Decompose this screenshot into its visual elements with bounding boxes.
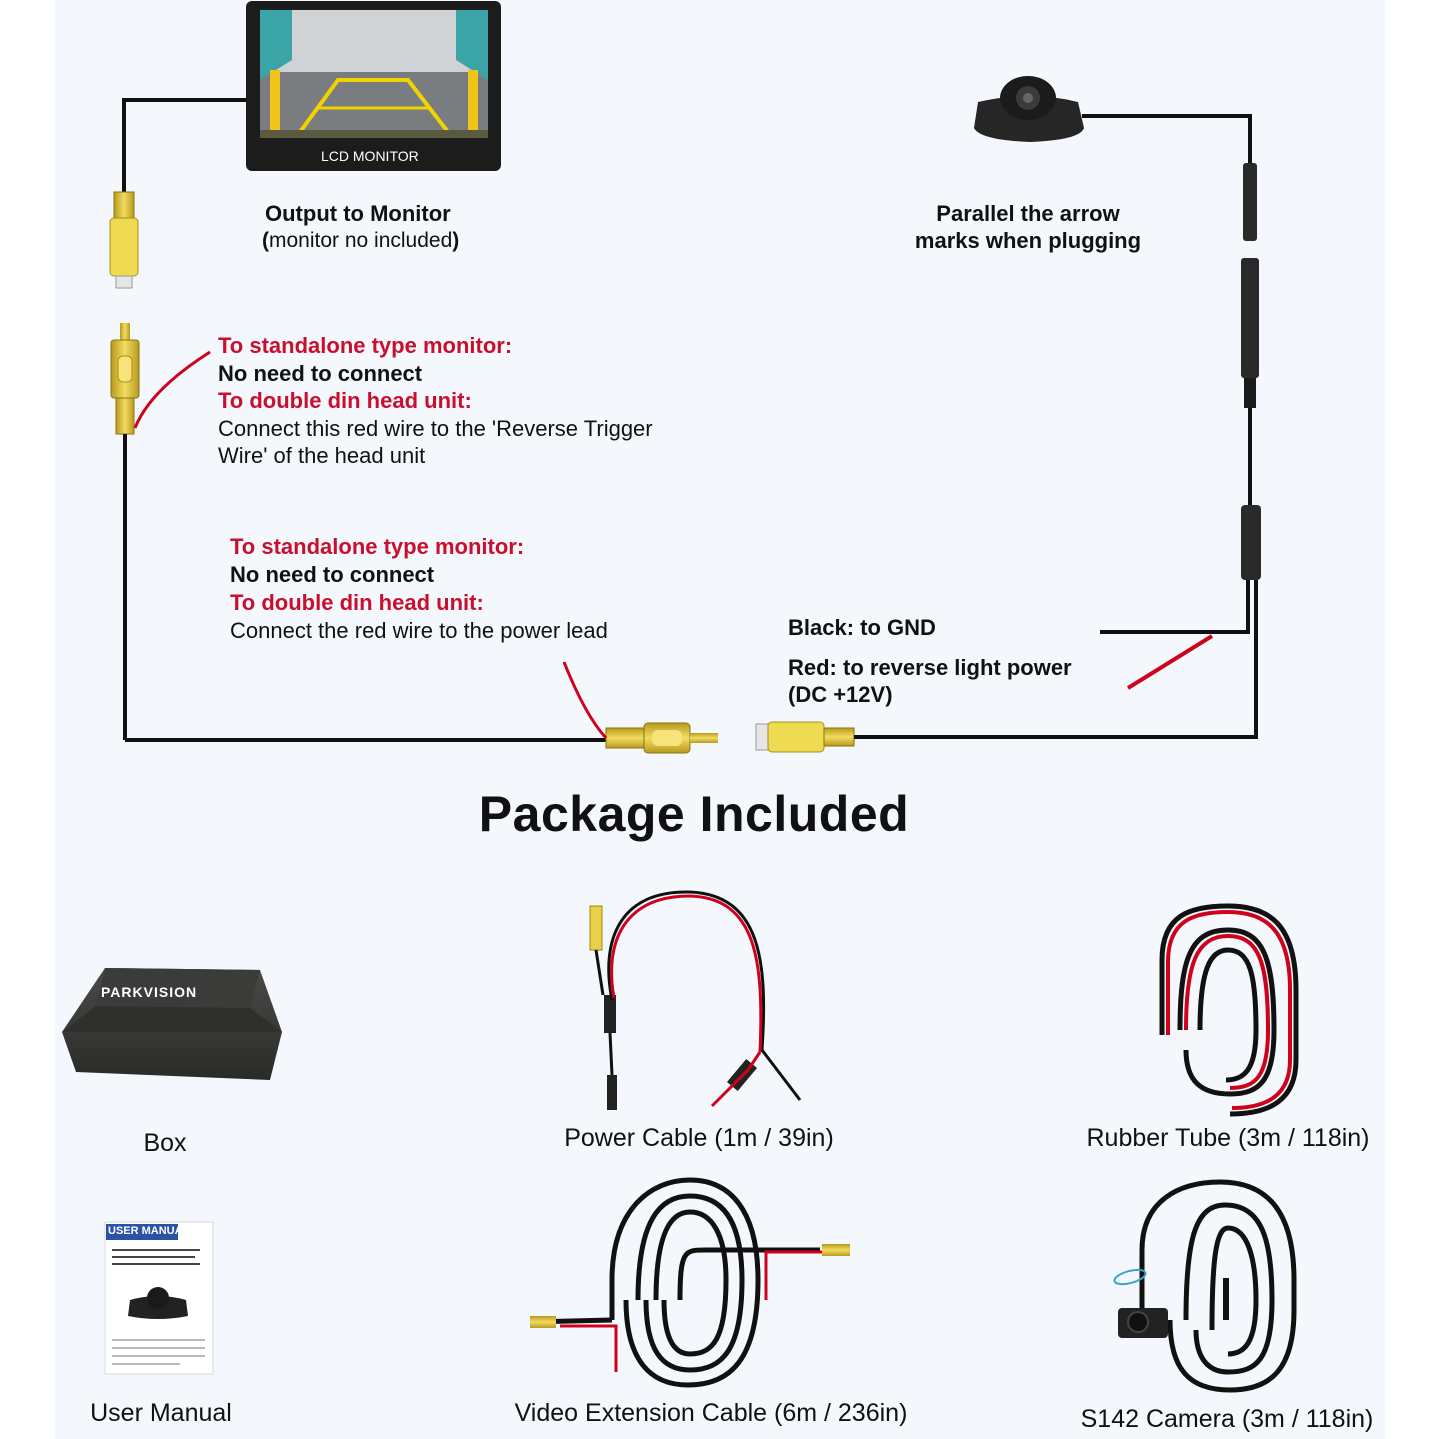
camera-video-cable xyxy=(854,580,1258,739)
gnd-black-wire xyxy=(1100,580,1250,634)
video-ext-rca-left xyxy=(530,1316,556,1328)
power-cable-illustration xyxy=(589,890,802,1110)
red-wire-label: Red: to reverse light power xyxy=(788,655,1072,680)
monitor-caption-sub: (monitor no included) xyxy=(262,228,459,254)
caption-rubber-tube: Rubber Tube (3m / 118in) xyxy=(1086,1124,1370,1152)
camera-connector xyxy=(1241,163,1259,408)
trigger-note-instruction-2: Wire' of the head unit xyxy=(218,443,426,468)
trigger-note-standalone: To standalone type monitor: xyxy=(218,333,513,358)
rear-camera xyxy=(974,76,1084,142)
rca-female-monitor xyxy=(109,191,139,289)
plug-caption-line1: Parallel the arrow xyxy=(936,201,1120,226)
caption-video-extension: Video Extension Cable (6m / 236in) xyxy=(514,1399,908,1427)
box-illustration xyxy=(62,968,282,1080)
video-ext-rca-right xyxy=(822,1244,850,1256)
rubber-tube-illustration xyxy=(1159,903,1299,1117)
monitor-not-included: monitor no included xyxy=(269,229,453,252)
trigger-note-instruction-1: Connect this red wire to the 'Reverse Tr… xyxy=(218,416,653,441)
video-extension-red-wires xyxy=(560,1250,822,1372)
caption-box: Box xyxy=(143,1129,187,1157)
power-note-instruction: Connect the red wire to the power lead xyxy=(230,618,608,643)
red-wire-voltage: (DC +12V) xyxy=(788,682,893,707)
rca-female-bottom xyxy=(755,721,855,753)
manual-cover-title: USER MANUAL xyxy=(108,1225,190,1237)
camera-cable xyxy=(1082,114,1252,165)
black-wire-label: Black: to GND xyxy=(788,615,936,640)
power-red-wire-right xyxy=(1126,634,1214,690)
caption-user-manual: User Manual xyxy=(90,1399,232,1427)
lcd-monitor xyxy=(246,1,501,171)
power-note-no-connect: No need to connect xyxy=(230,562,435,587)
package-included-title: Package Included xyxy=(478,786,910,842)
lcd-monitor-label: LCD MONITOR xyxy=(321,148,419,164)
trigger-note-double-din: To double din head unit: xyxy=(218,388,472,413)
rca-male-bottom xyxy=(605,722,718,754)
user-manual-illustration xyxy=(104,1221,214,1375)
trigger-red-wire xyxy=(133,350,211,429)
power-red-wire-left xyxy=(562,661,608,740)
box-brand-label: PARKVISION xyxy=(101,984,198,1000)
trigger-note-no-connect: No need to connect xyxy=(218,361,423,386)
power-note-standalone: To standalone type monitor: xyxy=(230,534,525,559)
paren-close: ) xyxy=(452,229,460,252)
video-extension-cable-illustration xyxy=(529,1177,820,1388)
caption-power-cable: Power Cable (1m / 39in) xyxy=(564,1124,834,1152)
s142-camera-illustration xyxy=(1113,1179,1297,1393)
monitor-cable xyxy=(122,98,246,195)
power-note-double-din: To double din head unit: xyxy=(230,590,484,615)
power-splitter xyxy=(1241,505,1261,580)
rca-male-trigger xyxy=(110,323,140,435)
plug-caption-line2: marks when plugging xyxy=(914,228,1142,253)
caption-s142-camera: S142 Camera (3m / 118in) xyxy=(1080,1405,1374,1433)
monitor-caption: Output to Monitor xyxy=(265,201,451,226)
paren-open: ( xyxy=(262,229,269,252)
